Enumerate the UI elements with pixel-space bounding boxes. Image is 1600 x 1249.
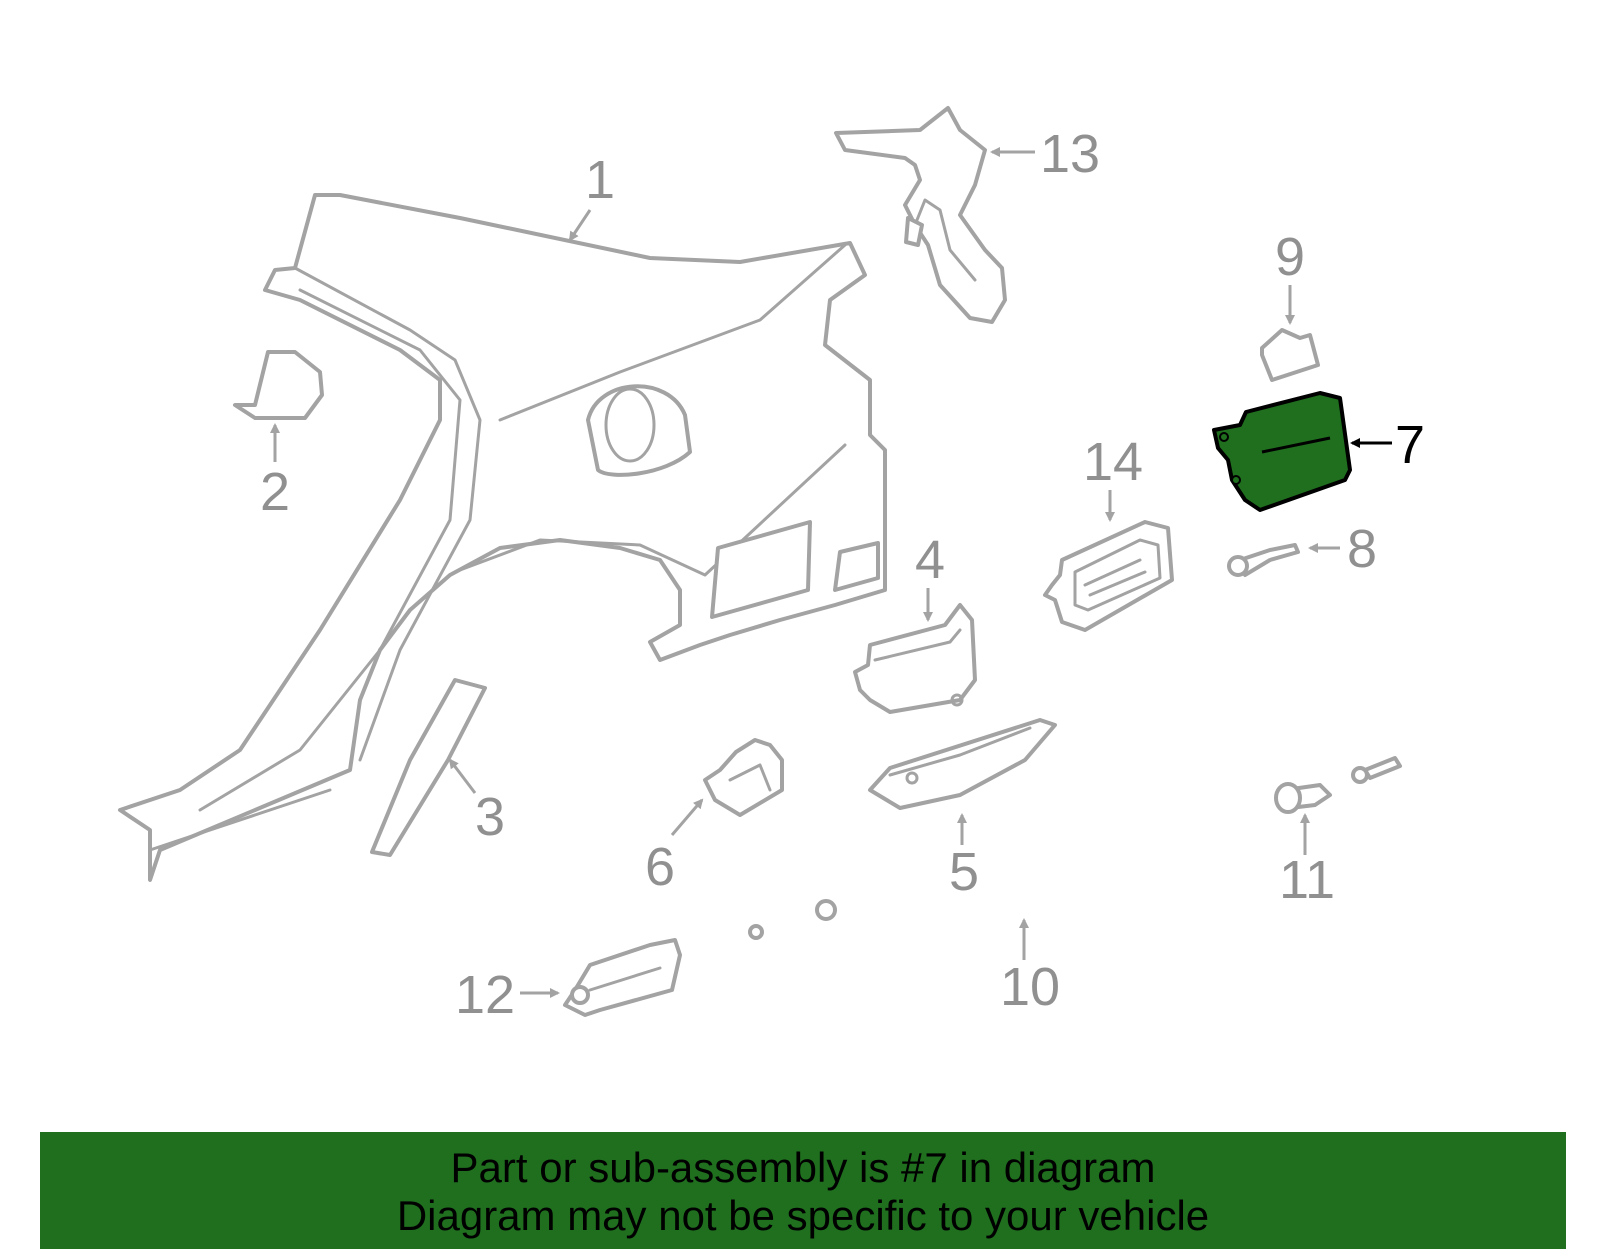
part-10-release-cable — [748, 651, 1490, 940]
callout-6: 6 — [645, 837, 675, 897]
callout-9: 9 — [1275, 227, 1305, 287]
callout-8: 8 — [1347, 519, 1377, 579]
part-8-bolt — [1227, 543, 1300, 577]
part-4-module — [853, 603, 977, 714]
callout-12: 12 — [455, 965, 515, 1025]
callout-10: 10 — [1000, 957, 1060, 1017]
part-14-fuel-housing — [1043, 520, 1174, 632]
part-7-fuel-door-highlighted — [1212, 391, 1352, 512]
callout-1: 1 — [585, 150, 615, 210]
info-banner: Part or sub-assembly is #7 in diagram Di… — [40, 1132, 1566, 1249]
part-3-molding — [370, 678, 487, 857]
callout-5: 5 — [949, 842, 979, 902]
banner-line-2: Diagram may not be specific to your vehi… — [396, 1192, 1210, 1239]
callout-4: 4 — [915, 530, 945, 590]
callout-3: 3 — [475, 787, 505, 847]
part-13-splash-shield — [834, 106, 1007, 324]
part-1-quarter-panel — [118, 193, 887, 882]
callout-2: 2 — [260, 462, 290, 522]
callout-11: 11 — [1279, 850, 1335, 910]
part-11-grommet — [1274, 782, 1332, 814]
part-7-fill — [1212, 391, 1352, 512]
part-6-actuator — [703, 738, 784, 817]
callout-7: 7 — [1395, 415, 1425, 475]
part-12-opener-lever — [563, 938, 682, 1017]
part-2-bracket — [233, 350, 324, 420]
callout-14: 14 — [1083, 432, 1143, 492]
part-5-bracket — [868, 718, 1057, 810]
callout-13: 13 — [1040, 124, 1100, 184]
banner-line-1: Part or sub-assembly is #7 in diagram — [450, 1144, 1156, 1191]
part-9-clip — [1260, 328, 1320, 382]
